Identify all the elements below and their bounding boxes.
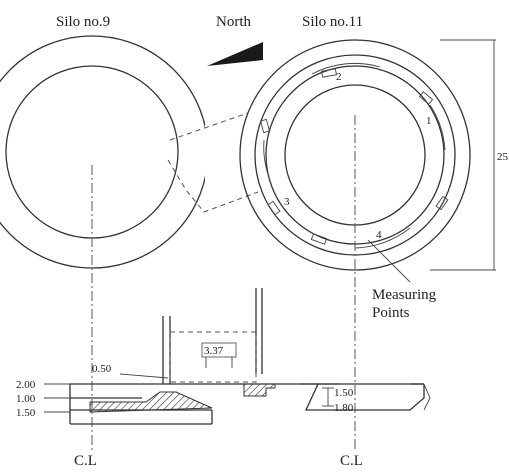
centerline-left-label: C.L	[74, 453, 97, 467]
north-label: North	[216, 14, 251, 30]
level-label-1-00: 1.00	[16, 393, 36, 405]
centerline-right-label: C.L	[340, 453, 363, 467]
silo-9-label: Silo no.9	[56, 14, 110, 30]
connection-line-top	[169, 112, 249, 141]
foundation-section	[69, 288, 431, 425]
level-label-1-50: 1.50	[16, 407, 36, 419]
gap-dimension: 3.37	[204, 345, 224, 357]
level-label-2-00: 2.00	[16, 379, 36, 391]
level-label-right-1-80: 1.80	[334, 402, 354, 414]
measuring-label: Measuring	[372, 287, 437, 303]
measuring-point-3: 3	[284, 196, 290, 208]
diameter-label: 25.0	[497, 151, 509, 163]
silo-9-plan	[0, 35, 205, 269]
level-label-right-1-50: 1.50	[334, 387, 354, 399]
measuring-point-2: 2	[336, 71, 342, 83]
silo-11-label: Silo no.11	[302, 14, 363, 30]
north-arrow-icon	[207, 42, 263, 66]
connection-line-bottom	[167, 159, 259, 213]
points-label: Points	[372, 305, 410, 321]
measuring-point-1: 1	[426, 115, 432, 127]
measuring-leader	[367, 239, 411, 283]
thickness-dimension: 0.50	[92, 363, 112, 375]
measuring-point-4: 4	[376, 229, 382, 241]
